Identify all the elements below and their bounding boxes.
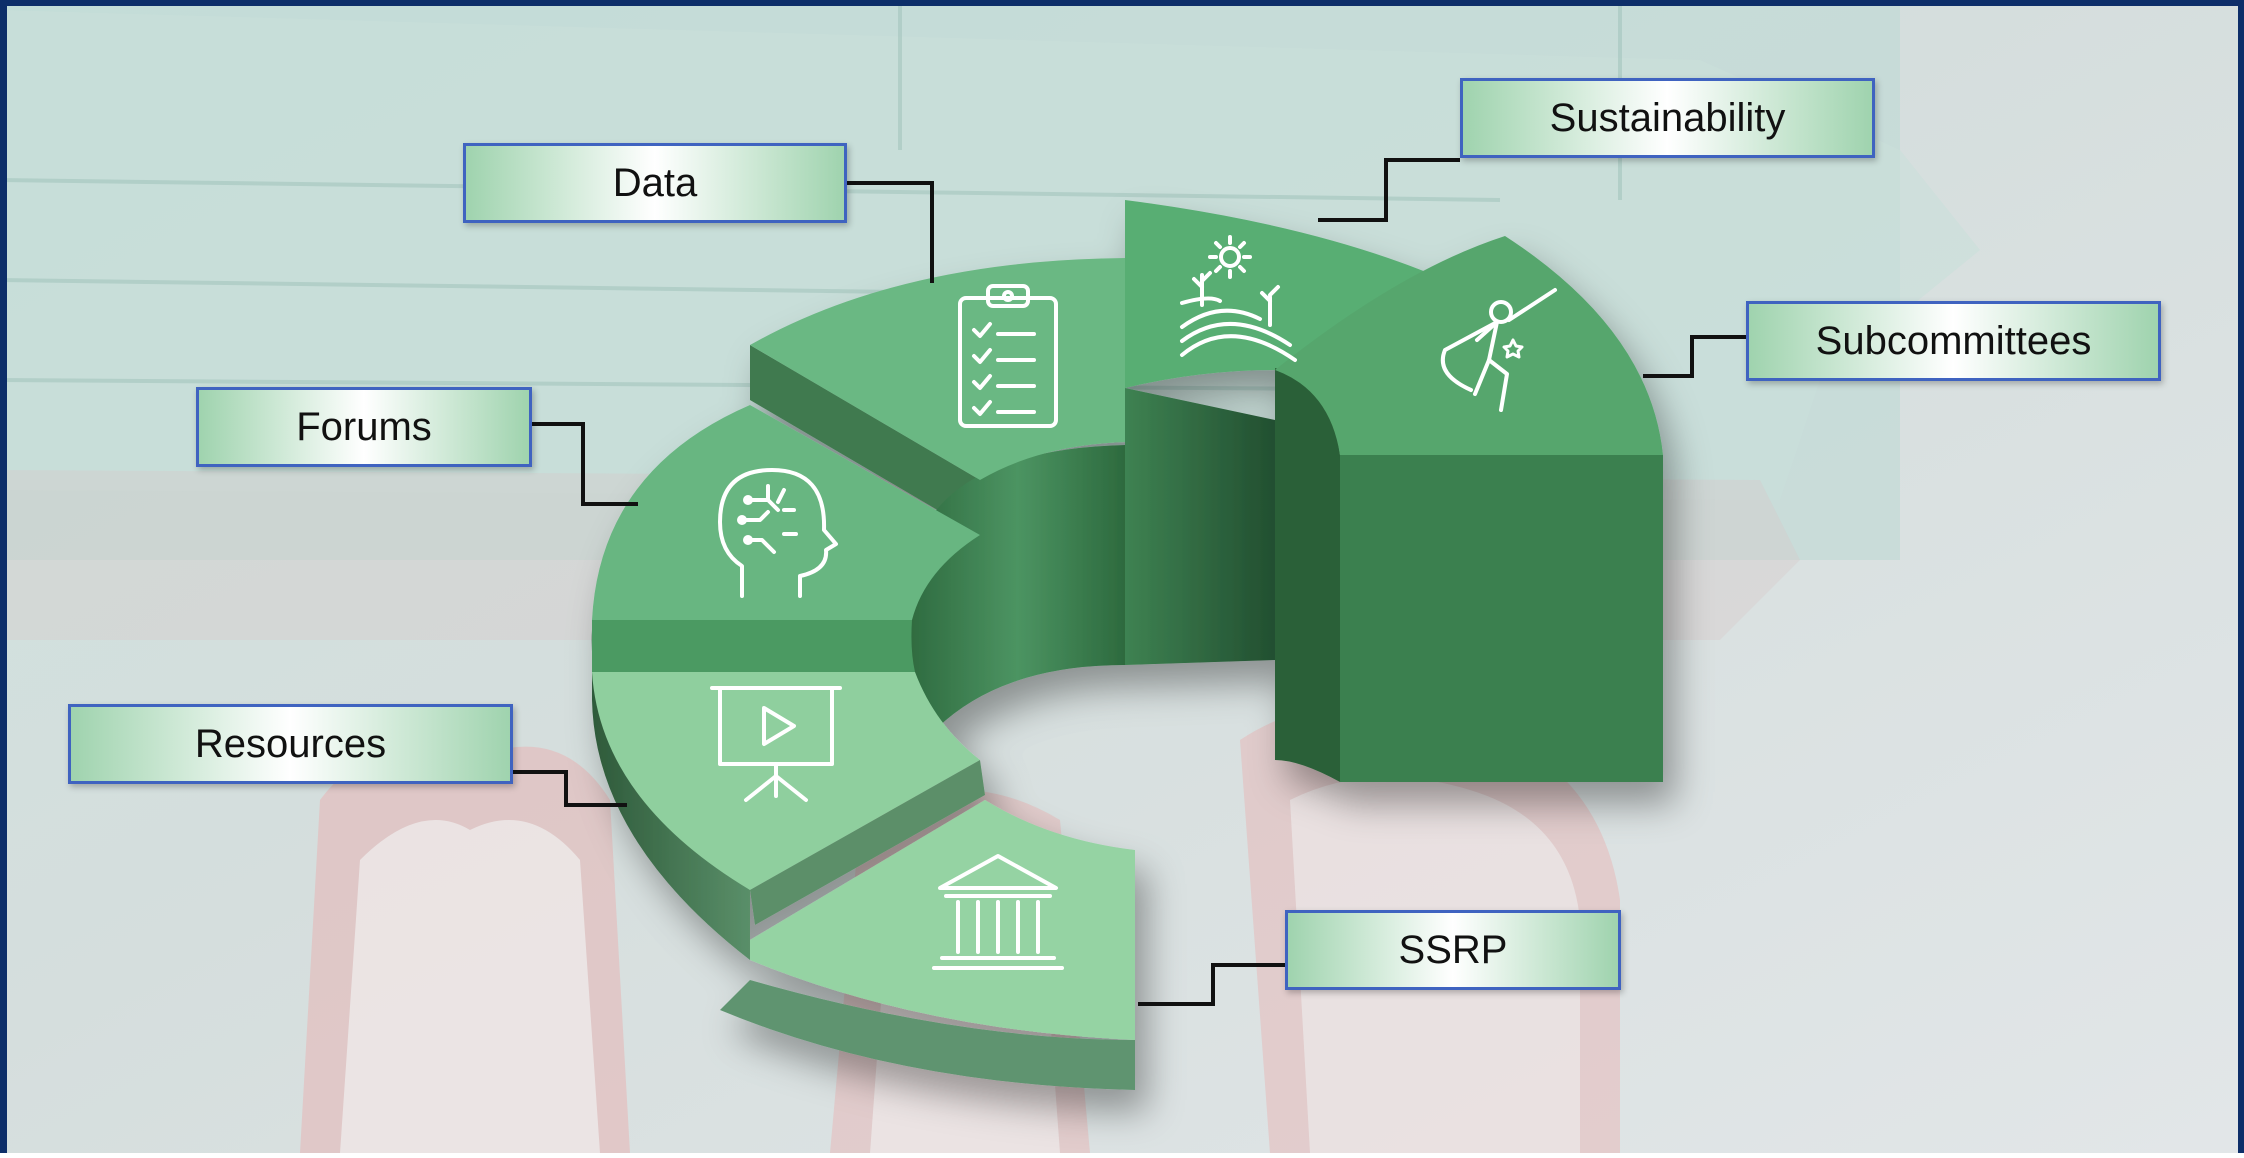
label-resources: Resources: [68, 704, 513, 784]
segment-resources-outer-wall: [591, 630, 750, 960]
segment-subcommittees-front: [1340, 455, 1663, 782]
segment-resources-side: [750, 760, 985, 925]
wheel: [591, 200, 1663, 1090]
label-sustainability: Sustainability: [1460, 78, 1875, 158]
label-ssrp-text: SSRP: [1398, 927, 1508, 972]
sun-field-plants-icon: [1180, 235, 1297, 362]
label-sustainability-text: Sustainability: [1549, 95, 1786, 140]
connector-subcommittees: [1643, 335, 1746, 378]
inner-wall: [910, 445, 1125, 760]
connector-ssrp: [1138, 963, 1285, 1006]
connector-forums: [532, 422, 638, 506]
video-presentation-icon: [710, 686, 842, 802]
segment-forums-top: [592, 405, 980, 620]
segment-sustainability-wall: [1125, 388, 1275, 665]
label-subcommittees: Subcommittees: [1746, 301, 2161, 381]
label-data: Data: [463, 143, 847, 223]
segment-subcommittees-inner-wall: [1275, 368, 1340, 782]
segment-forums-band: [592, 620, 915, 672]
segment-data-outer-wall: [750, 345, 980, 535]
connector-resources: [513, 770, 627, 807]
segment-sustainability-top: [1125, 200, 1450, 420]
label-resources-text: Resources: [194, 721, 387, 766]
label-forums-text: Forums: [296, 404, 432, 449]
brain-head-icon: [718, 468, 838, 598]
label-data-text: Data: [612, 160, 698, 205]
segment-resources-top: [592, 672, 980, 890]
segment-ssrp-top: [750, 800, 1135, 1040]
bank-building-icon: [932, 854, 1064, 970]
label-subcommittees-text: Subcommittees: [1815, 318, 2092, 363]
connector-sustainability: [1318, 158, 1460, 222]
clipboard-checklist-icon: [958, 284, 1058, 428]
segment-subcommittees-top: [1275, 236, 1663, 455]
superhero-icon: [1440, 288, 1557, 412]
label-ssrp: SSRP: [1285, 910, 1621, 990]
connector-data: [847, 181, 934, 283]
segment-ssrp-outer-wall: [720, 980, 1135, 1090]
label-forums: Forums: [196, 387, 532, 467]
